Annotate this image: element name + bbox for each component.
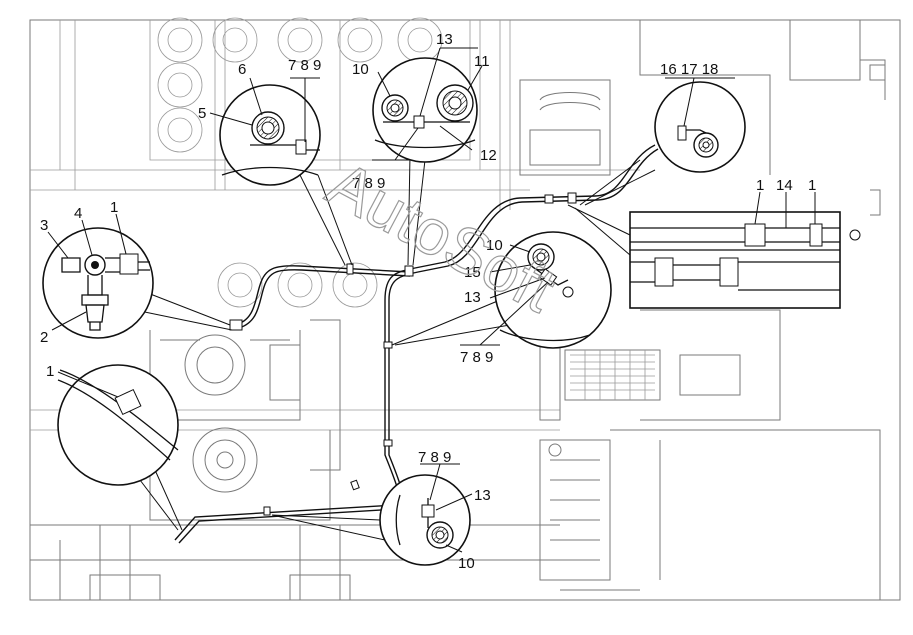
label-13: 13 [464, 289, 481, 306]
fuel-line [174, 144, 659, 544]
label-7-8-9: 7 8 9 [352, 175, 385, 192]
callout-bottom-center: 7 8 9 13 10 [271, 449, 491, 572]
callout-bottom-left: 1 [46, 363, 183, 531]
callout-top-right: 16 17 18 [579, 61, 746, 206]
label-16-17-18: 16 17 18 [660, 61, 718, 78]
label-1: 1 [46, 363, 54, 380]
label-10: 10 [458, 555, 475, 572]
label-2: 2 [40, 329, 48, 346]
callout-top-center: 10 13 11 12 7 8 9 [352, 31, 497, 266]
callout-top-left: 6 5 7 8 9 [198, 57, 353, 266]
label-13: 13 [436, 31, 453, 48]
label-13: 13 [474, 487, 491, 504]
label-5: 5 [198, 105, 206, 122]
callout-middle-right: 10 15 13 7 8 9 [391, 231, 612, 366]
label-7-8-9: 7 8 9 [288, 57, 321, 74]
label-14: 14 [776, 177, 793, 194]
label-7-8-9: 7 8 9 [460, 349, 493, 366]
label-11: 11 [474, 53, 490, 70]
label-4: 4 [74, 205, 82, 222]
label-12: 12 [480, 147, 497, 164]
label-1: 1 [808, 177, 816, 194]
callout-right-rect: 1 14 1 [567, 177, 861, 309]
label-10: 10 [352, 61, 369, 78]
label-7-8-9: 7 8 9 [418, 449, 451, 466]
label-3: 3 [40, 217, 48, 234]
callout-left: 3 4 1 2 [40, 199, 233, 346]
label-1: 1 [110, 199, 118, 216]
label-10: 10 [486, 237, 503, 254]
chassis-background [29, 17, 901, 601]
label-6: 6 [238, 61, 246, 78]
label-15: 15 [464, 264, 481, 281]
label-1: 1 [756, 177, 764, 194]
